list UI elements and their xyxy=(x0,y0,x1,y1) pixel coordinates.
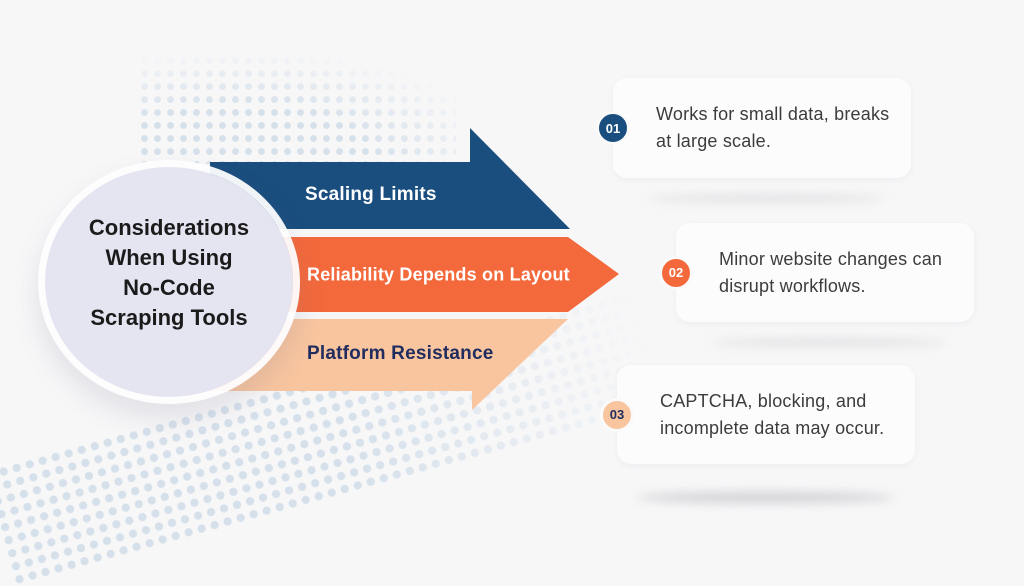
card-1-text-line-1: Works for small data, breaks xyxy=(656,104,890,124)
card-1-text-line-2: at large scale. xyxy=(656,131,772,151)
badge-01: 01 xyxy=(596,111,630,145)
infographic-canvas: Scaling Limits Reliability Depends on La… xyxy=(0,54,974,586)
card-3-text-line-2: incomplete data may occur. xyxy=(660,417,885,438)
badge-02: 02 xyxy=(659,255,693,290)
card-3-text-line-1: CAPTCHA, blocking, and xyxy=(660,390,867,411)
title-line-4: Scraping Tools xyxy=(90,305,248,330)
title-circle: Considerations When Using No-Code Scrapi… xyxy=(38,160,300,404)
card-2-text-line-2: disrupt workflows. xyxy=(719,275,866,296)
arrow-scaling-limits-label: Scaling Limits xyxy=(305,184,437,205)
badge-03: 03 xyxy=(600,397,634,432)
card-platform-resistance: 03 CAPTCHA, blocking, and incomplete dat… xyxy=(600,365,915,464)
halftone-dots-top xyxy=(138,54,456,164)
arrow-platform-resistance-label: Platform Resistance xyxy=(307,343,494,364)
card-1-floor-shadow xyxy=(648,194,886,203)
card-2-text-line-1: Minor website changes can xyxy=(719,248,943,269)
card-2-floor-shadow xyxy=(710,338,948,347)
card-reliability: 02 Minor website changes can disrupt wor… xyxy=(659,223,974,322)
card-scaling-limits: 01 Works for small data, breaks at large… xyxy=(596,78,911,178)
card-3-floor-shadow xyxy=(637,492,893,503)
title-line-1: Considerations xyxy=(88,215,250,240)
title-line-3: No-Code xyxy=(123,275,215,300)
title-line-2: When Using xyxy=(105,245,233,270)
arrow-reliability-label: Reliability Depends on Layout xyxy=(307,264,570,284)
